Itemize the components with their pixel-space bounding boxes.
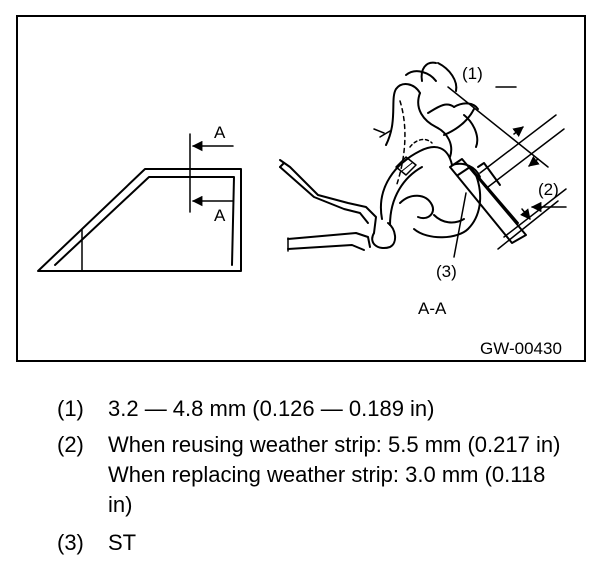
legend-text: When replacing weather strip: 3.0 mm (0.… xyxy=(108,462,546,487)
callout-2: (2) xyxy=(538,180,559,199)
section-label: A-A xyxy=(418,299,447,318)
legend-number: (3) xyxy=(57,530,84,555)
figure-code: GW-00430 xyxy=(480,339,562,358)
diagram-frame: A A (1) (2) (3) A-A GW-00430 xyxy=(16,15,586,362)
section-cut-line xyxy=(189,133,234,213)
legend-text: ST xyxy=(108,530,137,555)
weather-strip-section xyxy=(279,61,527,252)
leader-3 xyxy=(453,192,467,258)
dimension-2 xyxy=(497,188,567,250)
legend-text: in) xyxy=(108,492,133,517)
legend-number: (1) xyxy=(57,396,84,421)
legend-text: When reusing weather strip: 5.5 mm (0.21… xyxy=(108,432,561,457)
callout-3: (3) xyxy=(436,262,457,281)
section-marker-bottom: A xyxy=(214,206,226,225)
window-glass-outline xyxy=(37,168,242,272)
legend-text: 3.2 — 4.8 mm (0.126 — 0.189 in) xyxy=(108,396,435,421)
section-marker-top: A xyxy=(214,123,226,142)
legend-number: (2) xyxy=(57,432,84,457)
dimension-1 xyxy=(447,86,565,188)
callout-1: (1) xyxy=(462,64,483,83)
diagram-drawing xyxy=(37,61,567,272)
